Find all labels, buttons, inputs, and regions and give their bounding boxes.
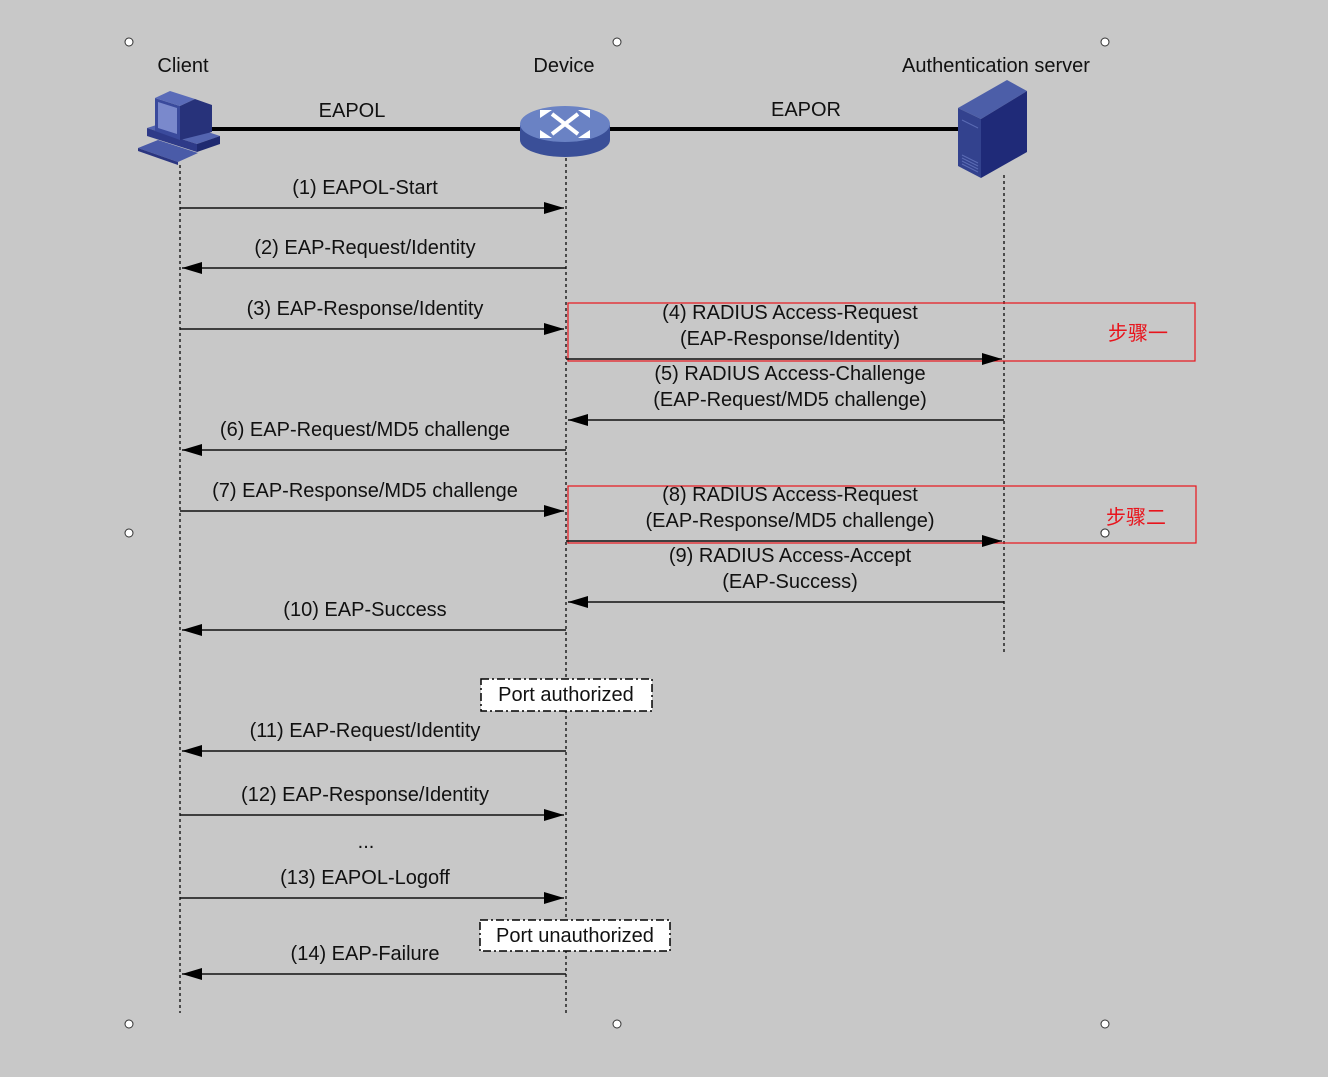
- entity-label-server: Authentication server: [902, 55, 1090, 77]
- message-label: (EAP-Response/MD5 challenge): [645, 510, 934, 532]
- selection-handle[interactable]: [612, 37, 622, 47]
- state-box-label: Port authorized: [498, 684, 634, 706]
- message-label: (6) EAP-Request/MD5 challenge: [220, 419, 510, 441]
- message-label: (11) EAP-Request/Identity: [250, 720, 481, 742]
- selection-handle[interactable]: [1100, 37, 1110, 47]
- desktop-computer-icon: [138, 91, 220, 165]
- state-box-label: Port unauthorized: [496, 925, 654, 947]
- selection-handle[interactable]: [612, 1019, 622, 1029]
- switch-icon: [520, 106, 610, 157]
- entity-label-device: Device: [533, 55, 594, 77]
- message-label: (12) EAP-Response/Identity: [241, 784, 489, 806]
- step-one-highlight: [567, 302, 1196, 362]
- step-one-label: 步骤一: [1108, 321, 1168, 345]
- step-two-highlight: [567, 485, 1197, 544]
- message-label: (3) EAP-Response/Identity: [247, 298, 484, 320]
- step-two-label: 步骤二: [1106, 505, 1166, 529]
- message-label: (14) EAP-Failure: [291, 943, 440, 965]
- message-label: (4) RADIUS Access-Request: [662, 302, 918, 324]
- message-label: (13) EAPOL-Logoff: [280, 867, 450, 889]
- message-label: (EAP-Response/Identity): [680, 328, 900, 350]
- messages: (1) EAPOL-Start (2) EAP-Request/Identity (…: [180, 177, 1004, 980]
- selection-handles: [124, 37, 1110, 1029]
- message-label: (10) EAP-Success: [283, 599, 446, 621]
- ellipsis: ...: [358, 831, 375, 853]
- entity-label-client: Client: [157, 55, 209, 77]
- message-label: (EAP-Success): [722, 571, 858, 593]
- selection-handle[interactable]: [1100, 528, 1110, 538]
- message-label: (7) EAP-Response/MD5 challenge: [212, 480, 518, 502]
- message-label: (9) RADIUS Access-Accept: [669, 545, 912, 567]
- selection-handle[interactable]: [124, 37, 134, 47]
- link-label-eapol: EAPOL: [319, 100, 386, 122]
- server-tower-icon: [958, 80, 1027, 178]
- message-label: (EAP-Request/MD5 challenge): [653, 389, 926, 411]
- selection-handle[interactable]: [124, 1019, 134, 1029]
- message-label: (2) EAP-Request/Identity: [254, 237, 475, 259]
- message-label: (5) RADIUS Access-Challenge: [654, 363, 925, 385]
- link-label-eapor: EAPOR: [771, 99, 841, 121]
- selection-handle[interactable]: [1100, 1019, 1110, 1029]
- message-label: (8) RADIUS Access-Request: [662, 484, 918, 506]
- state-box-port-authorized: Port authorized: [480, 678, 653, 712]
- selection-handle[interactable]: [124, 528, 134, 538]
- state-box-port-unauthorized: Port unauthorized: [479, 919, 671, 952]
- message-label: (1) EAPOL-Start: [292, 177, 438, 199]
